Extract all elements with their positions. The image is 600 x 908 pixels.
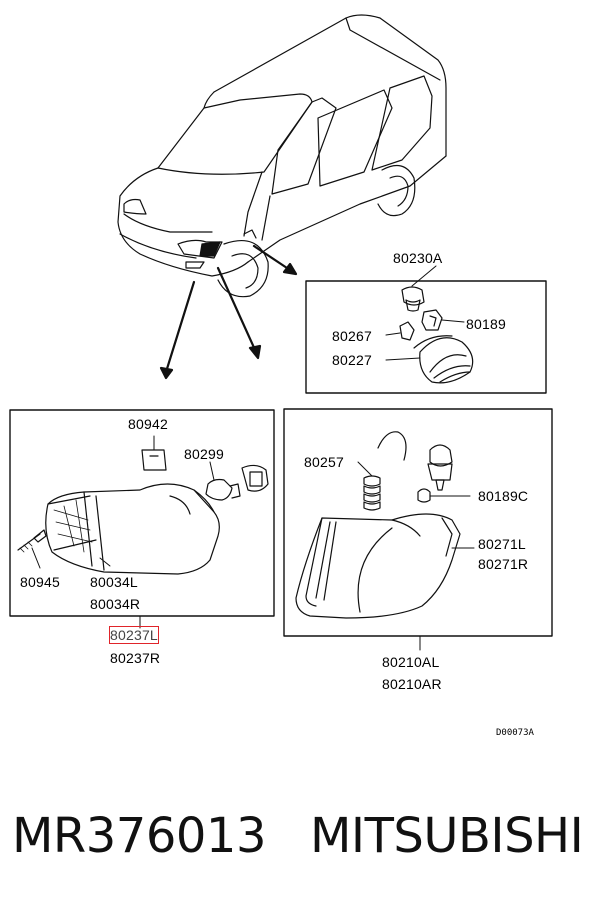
- parts-diagram: [9, 14, 553, 651]
- brand-name: MITSUBISHI: [310, 808, 584, 864]
- turn-lamp-box: [9, 409, 275, 617]
- callout-80299[interactable]: 80299: [184, 446, 224, 462]
- callout-80237R[interactable]: 80237R: [110, 650, 161, 666]
- turn-lamp-parts: [17, 435, 269, 629]
- van-illustration: [117, 14, 447, 298]
- callout-80267[interactable]: 80267: [332, 328, 372, 344]
- pointer-arrows: [159, 244, 298, 380]
- corner-lamp-box: [283, 408, 553, 637]
- callout-80271L[interactable]: 80271L: [478, 536, 526, 552]
- callout-80230A[interactable]: 80230A: [393, 250, 443, 266]
- fog-lamp-group-box: [305, 280, 547, 394]
- part-number: MR376013: [12, 808, 267, 864]
- callout-80210AL[interactable]: 80210AL: [382, 654, 440, 670]
- callout-80271R[interactable]: 80271R: [478, 556, 529, 572]
- callout-80189[interactable]: 80189: [466, 316, 506, 332]
- corner-lamp-parts: [295, 431, 475, 651]
- callout-80189C[interactable]: 80189C: [478, 488, 529, 504]
- callout-80034R[interactable]: 80034R: [90, 596, 141, 612]
- drawing-code: D00073A: [496, 728, 534, 738]
- callout-80237L-highlighted[interactable]: 80237L: [109, 626, 159, 644]
- callout-80210AR[interactable]: 80210AR: [382, 676, 442, 692]
- callout-80257[interactable]: 80257: [304, 454, 344, 470]
- fog-lamp-parts: [385, 265, 474, 384]
- callout-80034L[interactable]: 80034L: [90, 574, 138, 590]
- callout-80942[interactable]: 80942: [128, 416, 168, 432]
- callout-80227[interactable]: 80227: [332, 352, 372, 368]
- callout-80945[interactable]: 80945: [20, 574, 60, 590]
